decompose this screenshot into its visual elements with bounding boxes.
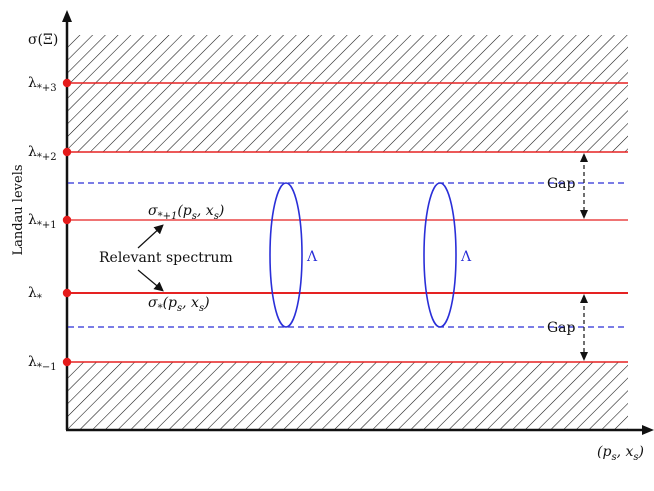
x-axis-arrow [642,425,654,435]
lambda-contour-1 [269,182,303,328]
level-label-lambda-star-plus-1: λ*+1 [28,212,57,231]
gap-upper-arrowhead-top [580,153,588,162]
lambda-contour-2-label: Λ [460,249,472,265]
upper-hatched-band [68,35,628,152]
level-labels: λ*+3 λ*+2 λ*+1 λ* λ*−1 [28,75,57,373]
lambda-contour-1-label: Λ [306,249,318,265]
gap-upper-arrowhead-bottom [580,210,588,219]
level-dot-star-plus-1 [62,215,72,225]
level-label-lambda-star: λ* [28,285,42,304]
arrow-to-upper-level [137,224,164,249]
y-top-label: σ(Ξ) [28,32,58,48]
sigma-lower-label: σ*(ps, xs) [148,295,210,314]
arrow-to-lower-level [137,269,164,292]
level-dot-star [62,288,72,298]
gap-lower-label: Gap [547,320,576,336]
y-axis-arrow [62,10,72,22]
relevant-spectrum-label: Relevant spectrum [99,250,233,266]
gap-upper-label: Gap [547,176,576,192]
level-label-lambda-star-minus-1: λ*−1 [28,354,57,373]
level-label-lambda-star-plus-3: λ*+3 [28,75,57,94]
sigma-upper-label: σ*+1(ps, xs) [148,203,224,222]
gap-lower-arrowhead-bottom [580,352,588,361]
gap-lower-arrowhead-top [580,294,588,303]
x-axis-label: (ps, xs) [597,444,644,463]
level-label-lambda-star-plus-2: λ*+2 [28,144,57,163]
y-axis-title: Landau levels [11,164,26,255]
lambda-contour-2 [423,182,457,328]
lower-hatched-band [68,362,628,430]
level-dot-star-minus-1 [62,357,72,367]
level-dot-star-plus-3 [62,78,72,88]
level-dot-star-plus-2 [62,147,72,157]
